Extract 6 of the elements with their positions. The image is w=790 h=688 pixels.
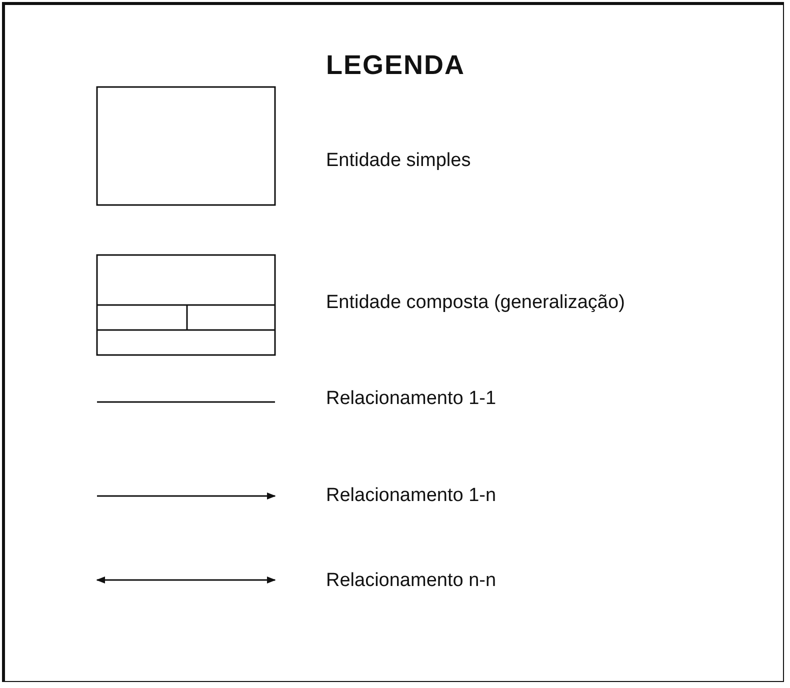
legend-label: Entidade composta (generalização) bbox=[326, 292, 625, 314]
legend-title: LEGENDA bbox=[326, 50, 466, 81]
legend-label: Relacionamento 1-n bbox=[326, 485, 496, 507]
legend-label: Relacionamento n-n bbox=[326, 570, 496, 592]
legend-label: Entidade simples bbox=[326, 150, 471, 172]
legend-label: Relacionamento 1-1 bbox=[326, 388, 496, 410]
